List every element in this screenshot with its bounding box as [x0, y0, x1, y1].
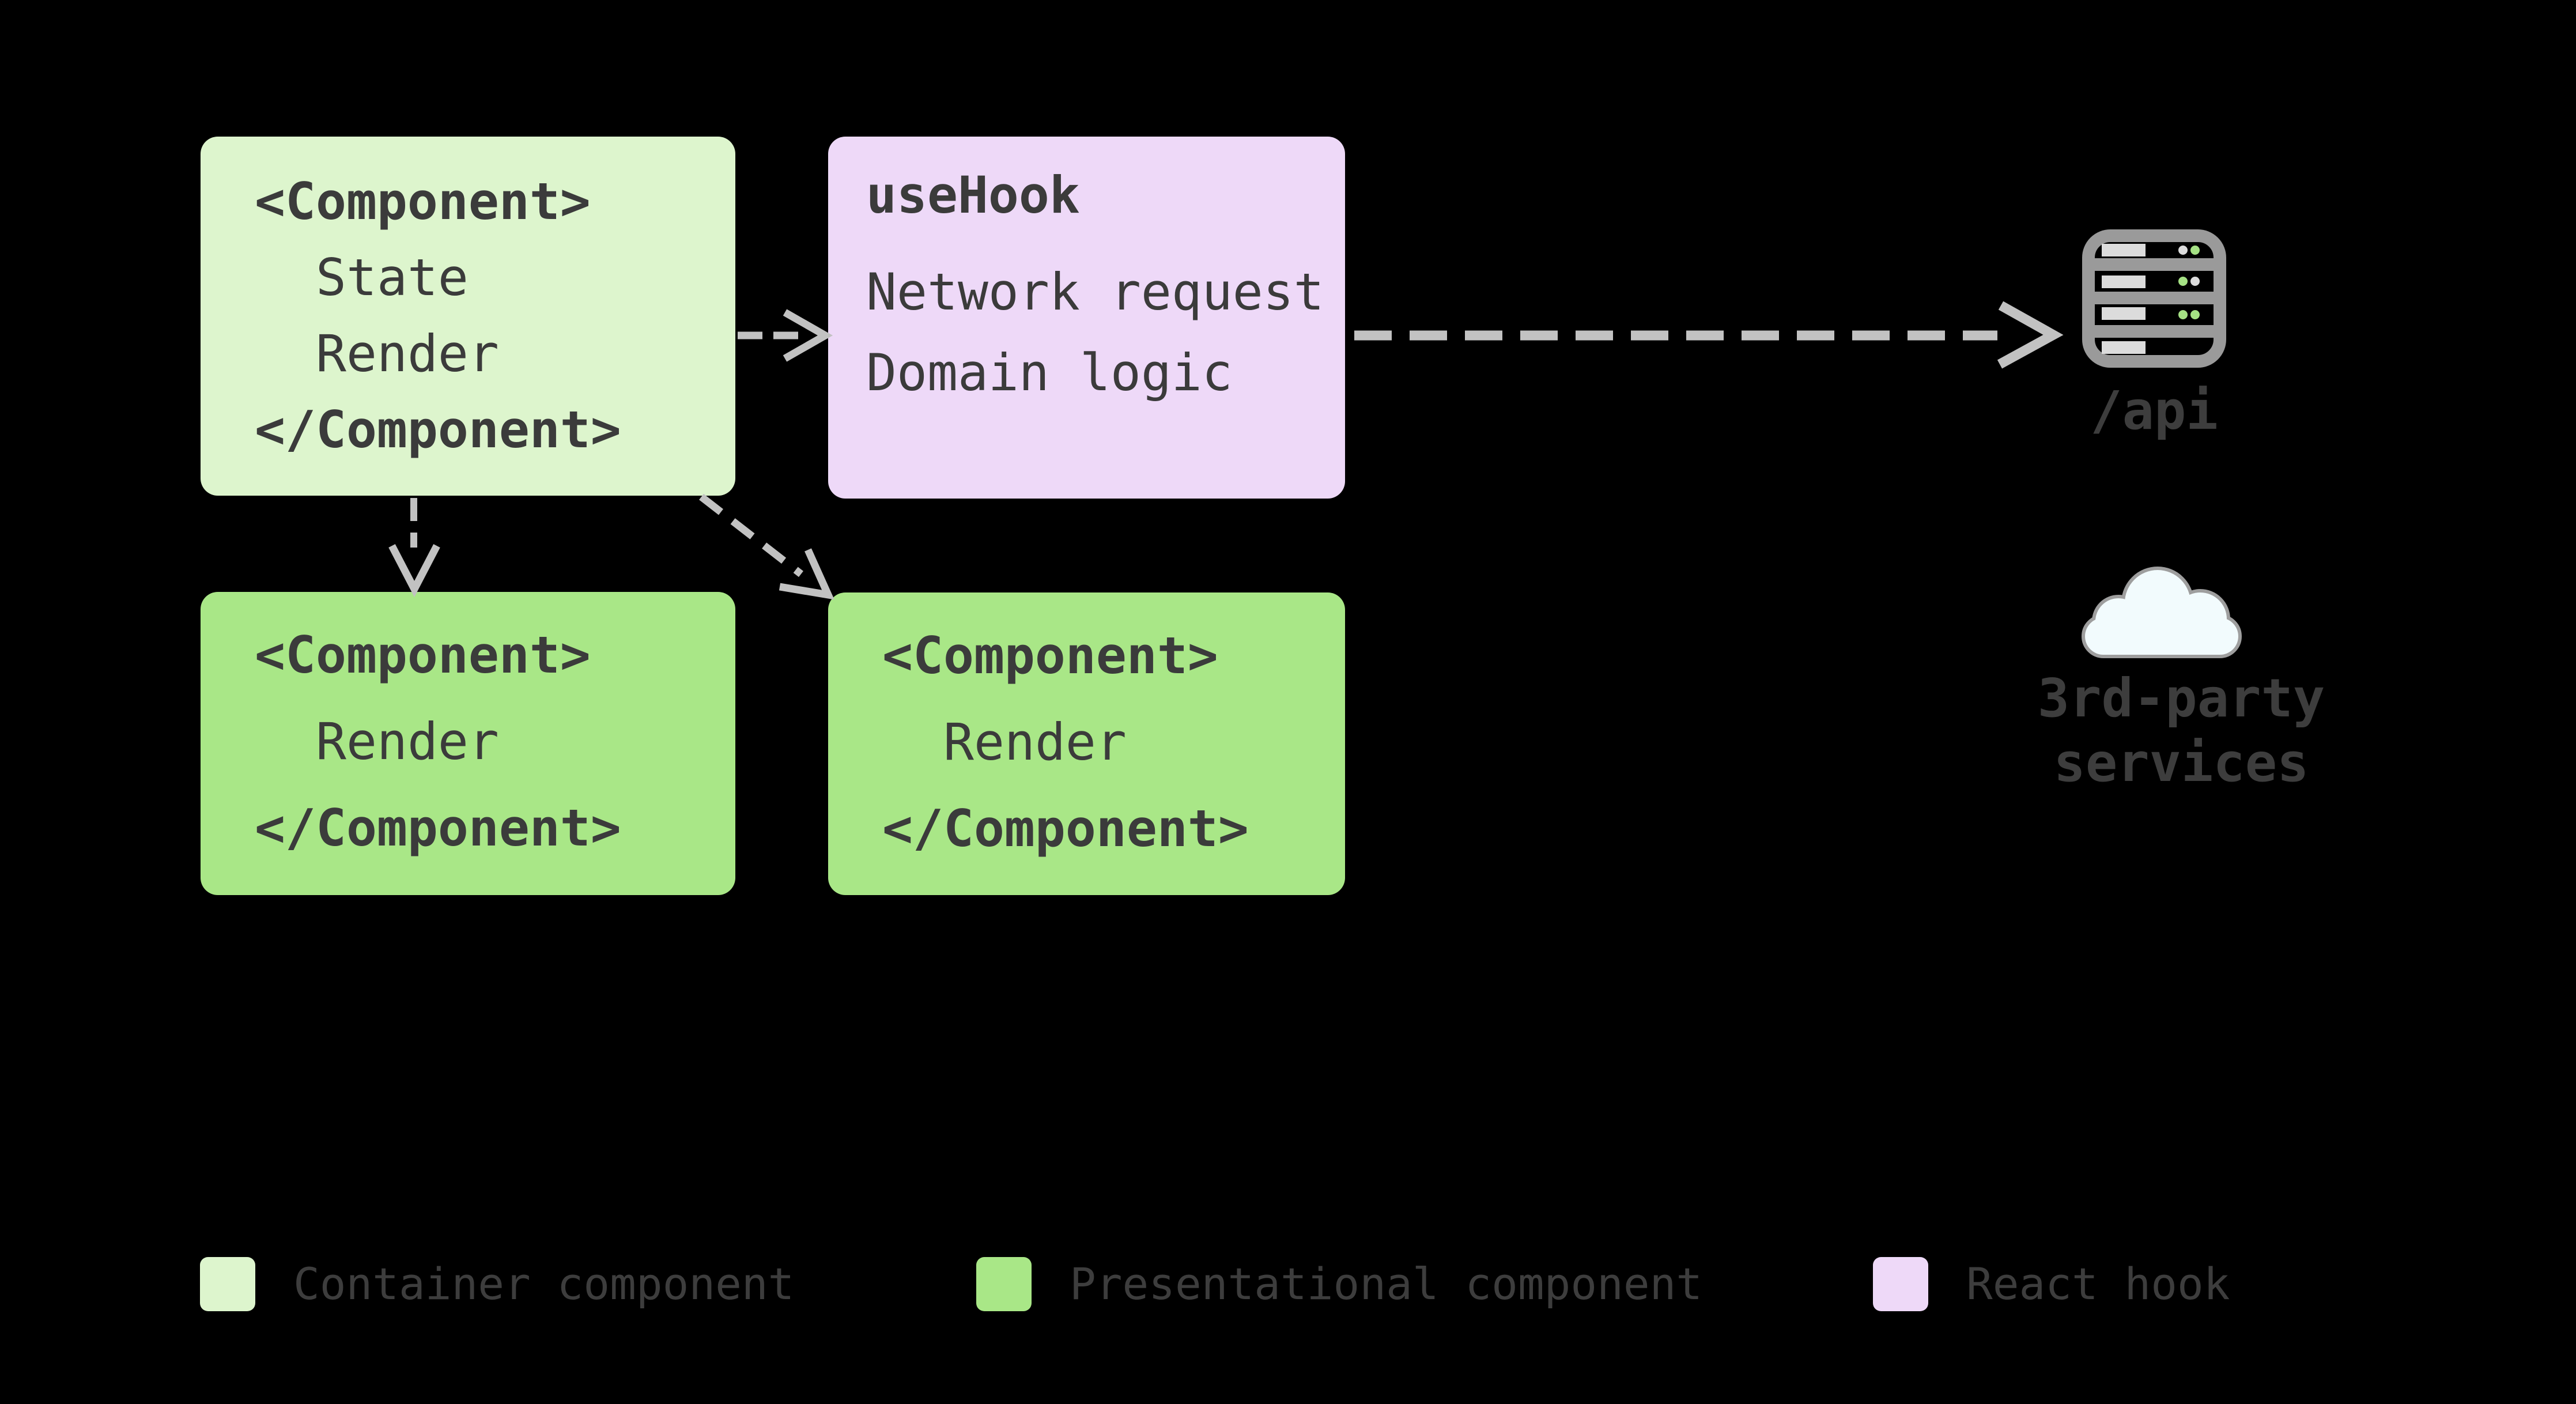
presentational-component-box-right: <Component> Render </Component> [828, 592, 1345, 895]
container-to-presentational-left-arrow [388, 498, 440, 598]
cloud-icon [2080, 565, 2243, 663]
third-party-services-label: 3rd-party services [2038, 666, 2325, 795]
container-component-box: <Component> State Render </Component> [201, 137, 735, 496]
legend-label: React hook [1966, 1258, 2230, 1309]
legend-label: Container component [293, 1258, 795, 1309]
container-open-tag: <Component> [255, 172, 591, 231]
legend-item-presentational-component: Presentational component [976, 1256, 1702, 1312]
api-server-icon [2082, 229, 2226, 368]
container-render-line: Render [316, 324, 499, 383]
pres-right-close-tag: </Component> [882, 799, 1249, 858]
container-state-line: State [316, 248, 469, 307]
legend-item-react-hook: React hook [1873, 1256, 2230, 1312]
third-party-line1: 3rd-party [2037, 667, 2325, 729]
pres-right-render-line: Render [943, 712, 1127, 772]
pres-right-open-tag: <Component> [882, 626, 1218, 685]
pres-left-render-line: Render [316, 712, 499, 771]
third-party-line2: services [2053, 732, 2309, 794]
presentational-component-box-left: <Component> Render </Component> [201, 592, 735, 895]
hook-network-line: Network request [866, 262, 1324, 322]
container-component-swatch [200, 1257, 255, 1311]
hook-title: useHook [866, 165, 1080, 225]
hook-to-api-arrow [1354, 301, 2064, 369]
hook-domain-line: Domain logic [866, 343, 1233, 402]
container-close-tag: </Component> [255, 400, 621, 459]
use-hook-box: useHook Network request Domain logic [828, 137, 1345, 499]
legend-item-container-component: Container component [200, 1256, 794, 1312]
api-label: /api [2090, 380, 2218, 441]
presentational-component-swatch [976, 1257, 1032, 1311]
container-to-presentational-right-arrow [699, 493, 834, 600]
pres-left-close-tag: </Component> [255, 798, 621, 858]
pres-left-open-tag: <Component> [255, 625, 591, 685]
container-to-hook-arrow [738, 309, 833, 362]
legend-label: Presentational component [1070, 1258, 1703, 1309]
react-hook-swatch [1873, 1257, 1928, 1311]
